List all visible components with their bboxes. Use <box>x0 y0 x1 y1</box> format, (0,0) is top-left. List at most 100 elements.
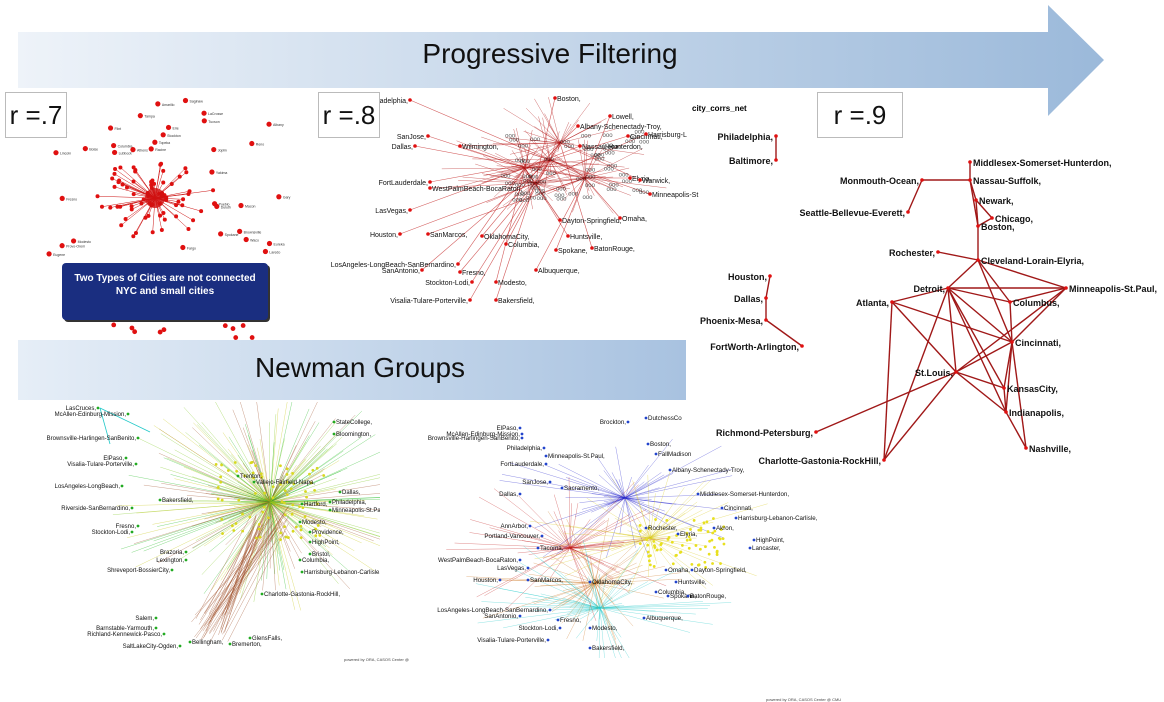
newman-right-edge <box>534 537 651 560</box>
newman-right-edge <box>533 582 596 605</box>
newman-right-node <box>667 536 671 539</box>
r8-edge <box>555 177 586 251</box>
r9-edge <box>977 259 1013 343</box>
newman-left-node <box>271 496 275 500</box>
newman-right-edge <box>624 481 645 499</box>
newman-left-label: Lexington, <box>156 558 184 564</box>
newman-right-edge <box>603 496 626 499</box>
r8-node-label: Cincinnati, <box>630 134 663 141</box>
r7-node-label: Tampa <box>144 115 155 119</box>
r8-edge <box>534 158 591 184</box>
newman-left-edge <box>256 447 271 503</box>
newman-left-node <box>291 529 295 533</box>
newman-left-edge <box>152 501 271 525</box>
r8-node <box>553 96 557 100</box>
newman-left-edge <box>269 445 321 503</box>
r8-edge <box>516 128 526 169</box>
newman-right-node <box>689 528 692 531</box>
newman-left-network: LasCruces,McAllen-Edinburg-Mission,Brown… <box>47 402 380 650</box>
newman-right-edge <box>594 582 598 612</box>
newman-right-edge <box>569 537 668 549</box>
r7-node-label: Duluth <box>221 205 231 209</box>
newman-right-edge <box>624 497 651 522</box>
newman-right-edge <box>599 607 616 658</box>
newman-right-node <box>664 568 668 572</box>
svg-text:ooo: ooo <box>603 133 614 139</box>
r8-node-label: WestPalmBeach-BocaRaton, <box>432 186 523 193</box>
r8-node <box>480 234 484 238</box>
newman-right-node <box>548 480 552 484</box>
newman-right-edge <box>557 580 601 609</box>
r9-edge <box>947 287 1007 413</box>
r9-node-label-stlouis: St.Louis, <box>915 368 953 378</box>
newman-right-edge <box>649 509 703 539</box>
newman-right-node <box>722 525 726 529</box>
newman-right-node <box>707 552 711 556</box>
r8-edge <box>456 140 526 169</box>
newman-left-edge <box>163 457 271 503</box>
r8-edge <box>457 167 526 265</box>
newman-left-node <box>220 463 224 467</box>
r7-label: r =.7 <box>5 92 67 138</box>
svg-text:ooo: ooo <box>520 191 531 197</box>
newman-left-node <box>136 524 140 528</box>
newman-left-edge <box>269 501 378 520</box>
newman-right-edge <box>569 547 590 583</box>
r8-edge <box>525 107 561 144</box>
newman-left-edge <box>220 501 271 539</box>
svg-text:ooo: ooo <box>583 147 594 153</box>
newman-left-label: Trenton, <box>240 474 262 480</box>
r7-hub <box>145 188 165 208</box>
r8-edge <box>549 159 568 192</box>
newman-left-edge <box>204 501 271 520</box>
r8-node-label: Omaha, <box>622 216 647 223</box>
newman-right-node <box>654 590 658 594</box>
r8-edge <box>549 159 624 188</box>
r9-node-monmouth <box>920 178 924 182</box>
credit-small: powered by ORA, CASOS Center @ <box>344 657 409 662</box>
newman-left-node <box>308 472 311 476</box>
newman-left-edge <box>256 402 271 503</box>
r7-node <box>262 248 269 255</box>
r8-edge <box>584 115 611 179</box>
newman-left-edge <box>186 495 271 503</box>
r7-center-node <box>129 207 134 212</box>
newman-right-node <box>520 436 524 440</box>
r8-edge <box>534 182 553 202</box>
r8-edge <box>506 177 586 189</box>
newman-right-edge <box>521 606 601 609</box>
newman-left-node <box>260 472 263 476</box>
r9-node-cleveland <box>976 258 980 262</box>
r8-node <box>408 98 412 102</box>
newman-left-node <box>228 642 232 646</box>
newman-right-edge <box>599 605 711 609</box>
credit-bottom: powered by ORA, CASOS Center @ CMU <box>766 697 842 702</box>
r8-edge <box>534 126 561 144</box>
svg-text:ooo: ooo <box>522 174 533 180</box>
newman-left-node <box>241 529 245 533</box>
r7-node <box>155 101 161 107</box>
newman-right-node <box>648 563 652 567</box>
newman-left-node <box>298 505 301 509</box>
r8-edge <box>490 159 551 178</box>
newman-right-label: WestPalmBeach-BocaRaton, <box>438 557 518 564</box>
r9-node-label-kansascity: KansasCity, <box>1007 384 1058 394</box>
newman-right-node <box>646 543 650 547</box>
r7-center-node <box>95 194 100 199</box>
r8-node <box>494 280 498 284</box>
r8-edge <box>512 142 561 180</box>
r9-edge <box>947 287 957 373</box>
newman-left-node <box>271 485 275 489</box>
r7-center-node <box>186 226 191 231</box>
newman-right-edge <box>594 549 639 584</box>
newman-right-edge <box>533 607 601 612</box>
newman-right-label: Spokane, <box>670 593 696 600</box>
r9-node-chicago <box>990 216 994 220</box>
r8-node <box>413 144 417 148</box>
newman-left-node <box>283 513 287 517</box>
r9-node-houston <box>768 274 772 278</box>
newman-left-node <box>126 412 130 416</box>
newman-right-edge <box>624 439 673 499</box>
svg-text:ooo: ooo <box>556 186 567 192</box>
